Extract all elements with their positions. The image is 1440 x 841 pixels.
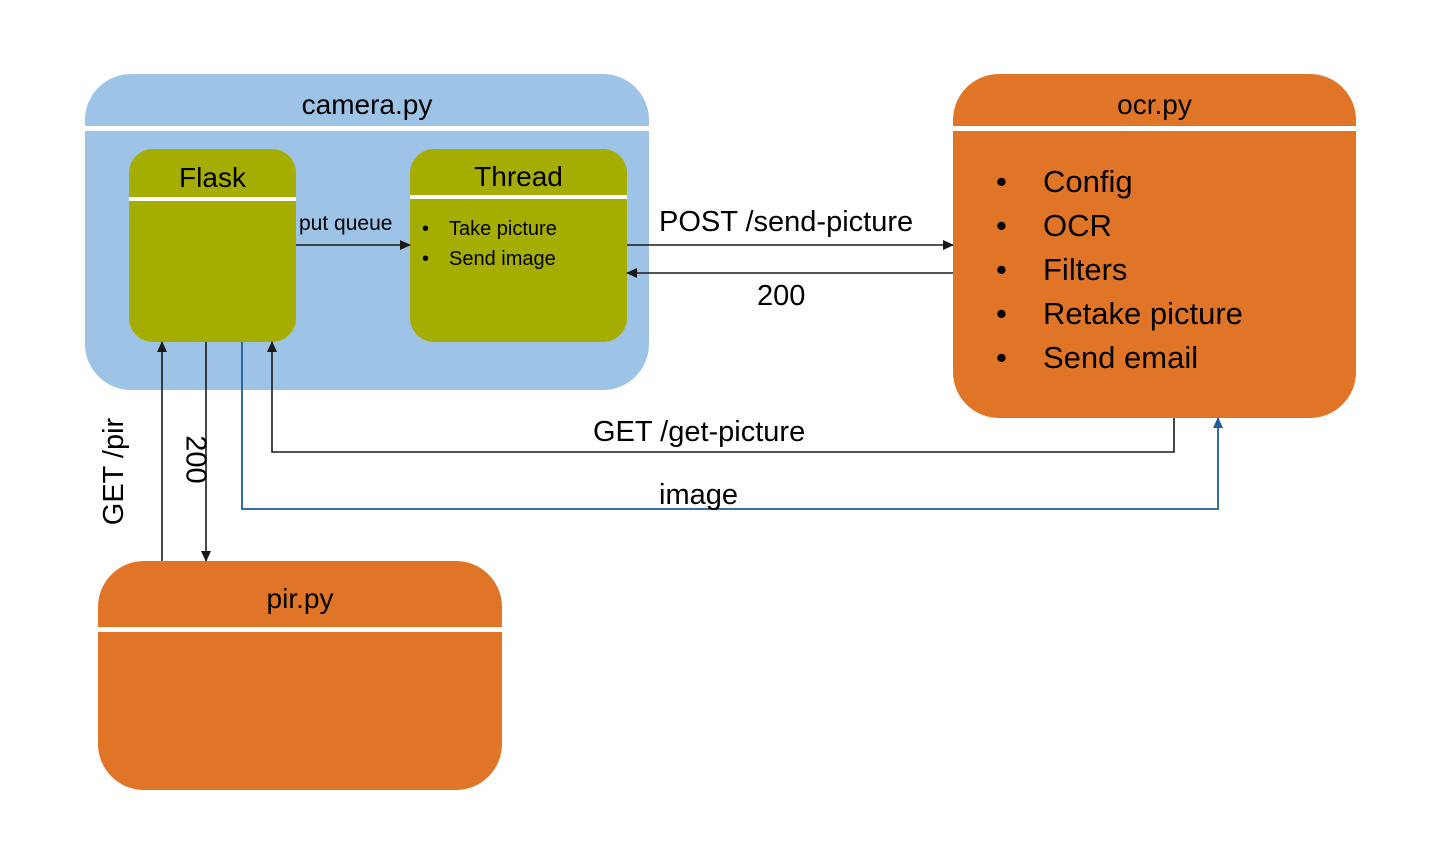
- ocr-feature: Config: [1043, 164, 1133, 199]
- ocr-module: ocr.py • Config • OCR • Filters • Retake…: [953, 74, 1356, 418]
- thread-component: Thread • Take picture • Send image: [410, 149, 627, 342]
- put-queue-label: put queue: [299, 212, 393, 235]
- list-item: • Config: [996, 164, 1243, 208]
- bullet: •: [996, 208, 1007, 243]
- ocr-module-separator: [953, 126, 1356, 131]
- list-item: • OCR: [996, 208, 1243, 252]
- flask-separator: [129, 197, 296, 201]
- get-picture-label: GET /get-picture: [593, 416, 806, 448]
- ocr-feature: Filters: [1043, 252, 1128, 287]
- list-item: • Retake picture: [996, 296, 1243, 340]
- thread-title: Thread: [474, 161, 563, 192]
- list-item: • Take picture: [422, 218, 557, 248]
- image-response-arrow: [241, 342, 1223, 510]
- bullet: •: [996, 296, 1007, 331]
- ocr-feature: Retake picture: [1043, 296, 1243, 331]
- bullet: •: [996, 164, 1007, 199]
- pir-module: pir.py: [98, 561, 502, 790]
- bullet: •: [422, 218, 430, 240]
- list-item: • Send image: [422, 248, 557, 278]
- bullet: •: [996, 340, 1007, 375]
- bullet: •: [996, 252, 1007, 287]
- thread-separator: [410, 195, 627, 199]
- send-picture-response-label: 200: [757, 280, 806, 312]
- send-picture-label: POST /send-picture: [659, 206, 914, 238]
- ocr-feature: OCR: [1043, 208, 1112, 243]
- ocr-feature: Send email: [1043, 340, 1199, 375]
- list-item: • Filters: [996, 252, 1243, 296]
- thread-task: Send image: [449, 248, 556, 270]
- bullet: •: [422, 248, 430, 270]
- flask-component: Flask: [129, 149, 296, 342]
- get-pir-label: GET /pir: [98, 417, 131, 526]
- thread-task: Take picture: [449, 218, 557, 240]
- ocr-feature-list: • Config • OCR • Filters • Retake pictur…: [996, 164, 1243, 384]
- camera-module-separator: [85, 126, 649, 131]
- list-item: • Send email: [996, 340, 1243, 384]
- ocr-module-title: ocr.py: [1117, 89, 1192, 120]
- pir-module-separator: [98, 627, 502, 632]
- image-label: image: [659, 479, 738, 511]
- thread-task-list: • Take picture • Send image: [422, 218, 557, 278]
- get-picture-arrow: [267, 341, 1175, 453]
- camera-module-title: camera.py: [301, 89, 433, 120]
- pir-response-label: 200: [179, 435, 212, 484]
- pir-module-title: pir.py: [266, 583, 334, 614]
- flask-title: Flask: [179, 162, 246, 193]
